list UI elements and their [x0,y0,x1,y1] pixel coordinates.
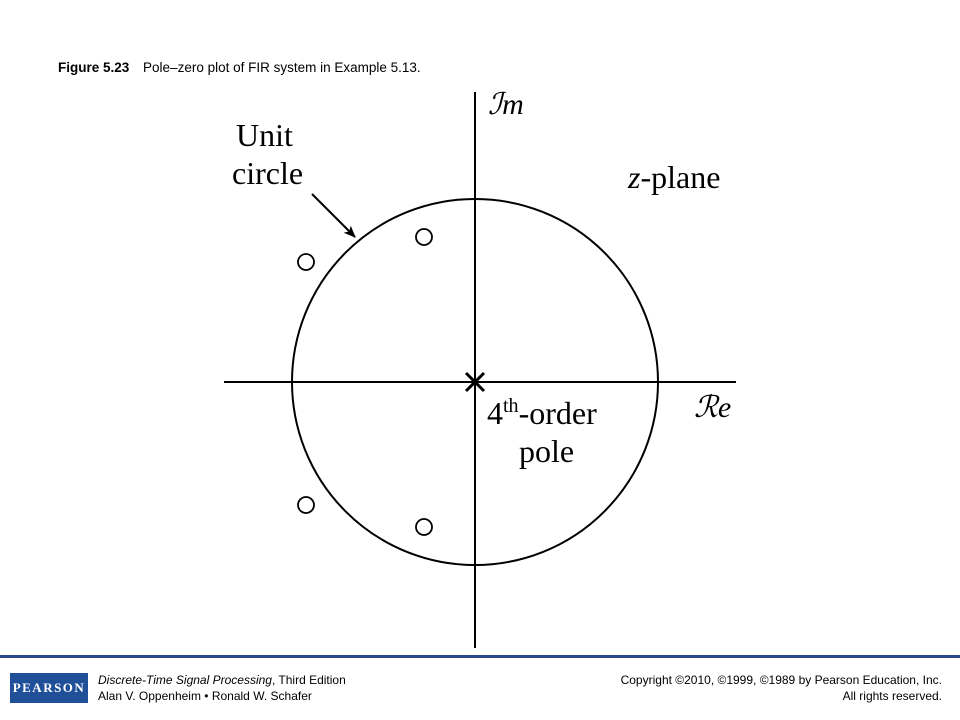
book-edition: , Third Edition [271,673,346,687]
pole-label-base: 4 [487,395,503,431]
footer: PEARSON Discrete-Time Signal Processing,… [0,668,960,708]
pole-label-line2: pole [519,433,574,469]
figure-caption: Figure 5.23 Pole–zero plot of FIR system… [58,60,421,75]
book-title: Discrete-Time Signal Processing [98,673,272,687]
zero-marker-3 [297,496,315,514]
pole-label-sup: th [503,395,519,417]
book-info: Discrete-Time Signal Processing, Third E… [98,672,346,704]
imag-axis-label: ℐm [488,88,524,121]
footer-divider [0,655,960,658]
pearson-logo: PEARSON [10,673,88,703]
copyright-info: Copyright ©2010, ©1999, ©1989 by Pearson… [621,672,942,704]
unit-circle-label-line1: Unit [236,117,293,153]
book-authors: Alan V. Oppenheim • Ronald W. Schafer [98,689,312,703]
unit-circle [291,198,659,566]
zero-marker-1 [415,228,433,246]
pole-label-line1: 4th-order [487,395,597,431]
plane-label-rest: -plane [640,159,720,195]
zero-marker-2 [297,253,315,271]
figure-number: Figure 5.23 [58,60,130,75]
plane-label: z-plane [627,159,720,195]
real-axis-label: ℛe [694,391,731,424]
figure-caption-text: Pole–zero plot of FIR system in Example … [143,60,421,75]
zero-marker-4 [415,518,433,536]
pole-marker [464,371,486,393]
pole-label-rest: -order [519,395,598,431]
plane-label-var: z [627,159,641,195]
rights-text: All rights reserved. [842,689,942,703]
copyright-text: Copyright ©2010, ©1999, ©1989 by Pearson… [620,673,942,687]
unit-circle-arrow [311,193,356,238]
unit-circle-label-line2: circle [232,155,303,191]
book-title-line: Discrete-Time Signal Processing, Third E… [98,672,346,688]
